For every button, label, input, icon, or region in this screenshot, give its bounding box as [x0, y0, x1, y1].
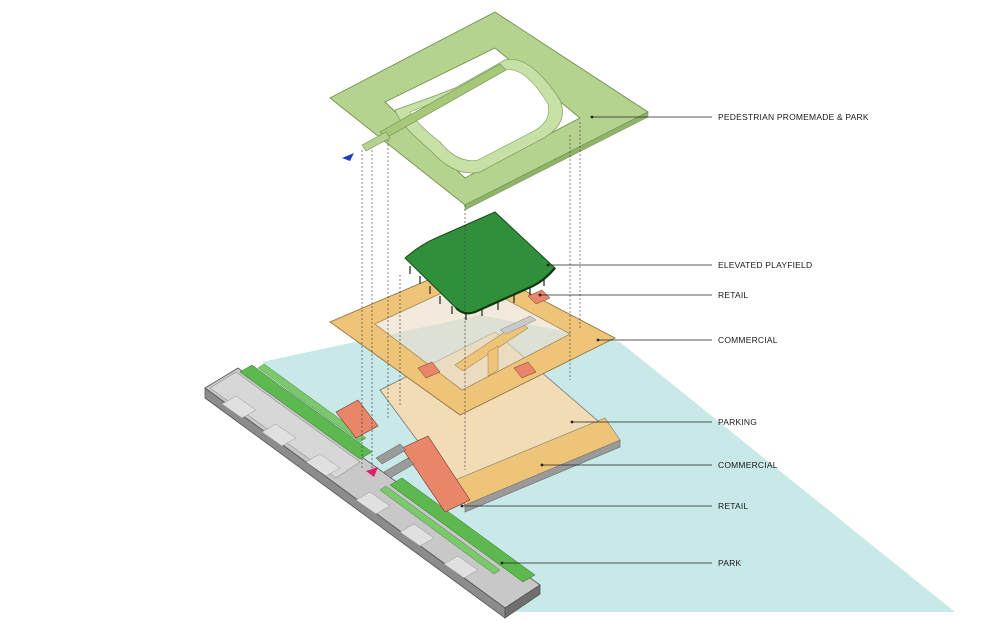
label-elevated-playfield: ELEVATED PLAYFIELD: [718, 260, 812, 270]
label-pedestrian-promenade: PEDESTRIAN PROMEMADE & PARK: [718, 112, 869, 122]
retail-corner-block: [335, 399, 379, 439]
label-parking: PARKING: [718, 417, 757, 427]
commercial-ring-level: [329, 261, 616, 416]
retail-ground-block: [401, 435, 471, 513]
label-park: PARK: [718, 558, 741, 568]
entry-marker-pink: [366, 467, 378, 477]
label-retail-lower: RETAIL: [718, 501, 748, 511]
median-strip-2: [389, 477, 536, 583]
alignment-lines: [361, 122, 581, 470]
label-commercial-lower: COMMERCIAL: [718, 460, 778, 470]
label-retail-upper: RETAIL: [718, 290, 748, 300]
retail-upper-block: [527, 289, 551, 305]
north-marker-blue: [342, 153, 354, 161]
label-commercial-upper: COMMERCIAL: [718, 335, 778, 345]
street-slab: [204, 363, 541, 619]
elevated-playfield: [404, 211, 556, 320]
pedestrian-promenade-level: [329, 11, 649, 211]
leader-lines: [462, 116, 712, 564]
